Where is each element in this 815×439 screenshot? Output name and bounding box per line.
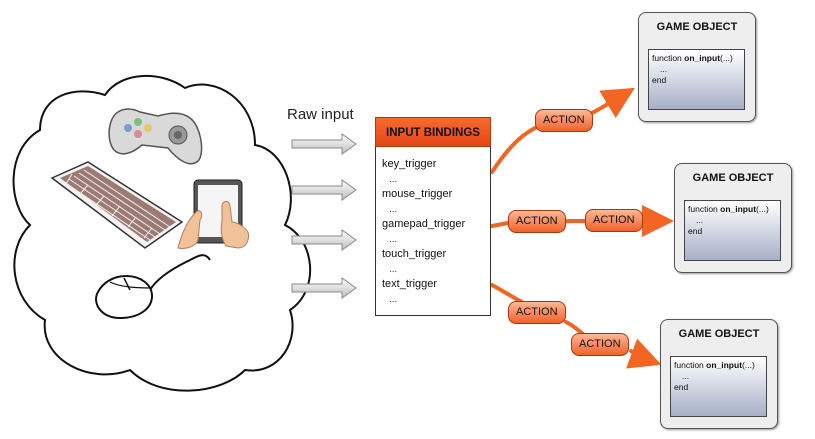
game-object-box-1: GAME OBJECT function on_input(...) ... e… xyxy=(638,12,756,122)
code-function-name: on_input xyxy=(706,360,743,370)
game-object-box-3: GAME OBJECT function on_input(...) ... e… xyxy=(660,319,778,429)
mouse-icon xyxy=(95,254,211,320)
game-object-box-2: GAME OBJECT function on_input(...) ... e… xyxy=(674,163,792,273)
gamepad-trigger-label: gamepad_trigger xyxy=(382,218,466,230)
touch-trigger-label: touch_trigger xyxy=(382,248,447,260)
code-prefix: function xyxy=(652,53,685,63)
action-pill-3: ACTION xyxy=(585,209,643,232)
key-trigger-label: key_trigger xyxy=(382,158,437,170)
ellipsis: ... xyxy=(389,174,398,185)
raw-input-arrow-icon xyxy=(291,133,357,299)
tablet-touch-icon xyxy=(177,179,249,249)
connector-gamepad-to-action xyxy=(490,221,510,228)
code-args: (...) xyxy=(742,360,755,370)
connector-action-to-go1 xyxy=(590,87,635,119)
action-pill-2: ACTION xyxy=(508,210,566,233)
code-body: ... xyxy=(696,215,704,225)
game-object-title: GAME OBJECT xyxy=(656,21,738,33)
code-snippet: function on_input(...) ... end xyxy=(648,49,745,110)
code-body: ... xyxy=(682,371,690,381)
code-prefix: function xyxy=(688,204,721,214)
raw-input-label: Raw input xyxy=(287,106,354,123)
code-snippet: function on_input(...) ... end xyxy=(684,200,781,261)
ellipsis: ... xyxy=(389,294,398,305)
code-args: (...) xyxy=(720,53,733,63)
connector-action-to-action-2 xyxy=(564,320,585,336)
code-end: end xyxy=(652,75,667,85)
input-bindings-box: INPUT BINDINGS key_trigger ... mouse_tri… xyxy=(375,117,491,316)
ellipsis: ... xyxy=(389,234,398,245)
code-body: ... xyxy=(660,64,668,74)
game-object-title: GAME OBJECT xyxy=(678,328,760,340)
code-snippet: function on_input(...) ... end xyxy=(670,356,767,417)
code-end: end xyxy=(688,226,703,236)
input-bindings-header: INPUT BINDINGS xyxy=(375,117,491,147)
connector-text-to-action xyxy=(490,283,524,304)
action-pill-4: ACTION xyxy=(508,301,566,324)
code-end: end xyxy=(674,382,689,392)
gamepad-icon xyxy=(108,108,203,165)
connector-key-to-action xyxy=(490,126,537,174)
code-prefix: function xyxy=(674,360,707,370)
code-function-name: on_input xyxy=(720,204,757,214)
text-trigger-label: text_trigger xyxy=(382,278,438,290)
action-pill-1: ACTION xyxy=(535,109,593,132)
code-function-name: on_input xyxy=(684,53,721,63)
keyboard-icon xyxy=(50,161,184,249)
ellipsis: ... xyxy=(389,204,398,215)
ellipsis: ... xyxy=(389,264,398,275)
code-args: (...) xyxy=(756,204,769,214)
action-pill-5: ACTION xyxy=(571,333,629,356)
mouse-trigger-label: mouse_trigger xyxy=(382,188,453,200)
connector-action-to-go3 xyxy=(625,338,662,369)
game-object-title: GAME OBJECT xyxy=(692,172,774,184)
